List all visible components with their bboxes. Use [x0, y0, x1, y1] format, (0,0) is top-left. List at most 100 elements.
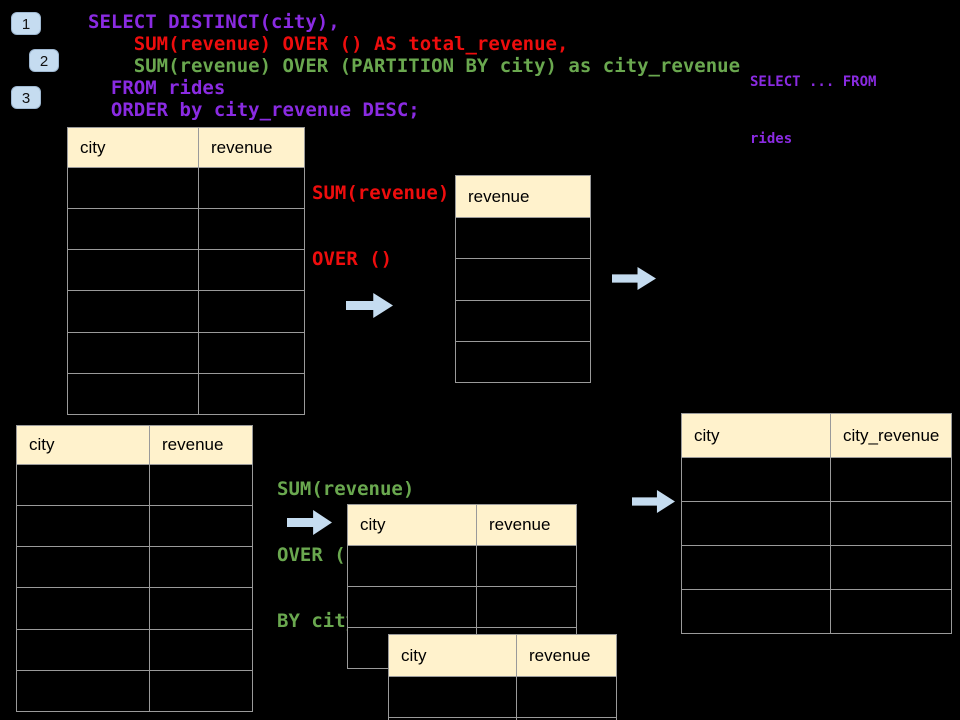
- label-line: SUM(revenue): [312, 182, 450, 204]
- empty-row: [388, 676, 617, 718]
- total-window-label: SUM(revenue) OVER (): [312, 138, 449, 314]
- label-line: SUM(revenue): [277, 478, 415, 500]
- empty-cell: [830, 545, 952, 590]
- empty-cell: [149, 463, 253, 507]
- empty-cell: [476, 586, 577, 628]
- empty-cell: [455, 340, 591, 384]
- empty-row: [347, 586, 577, 628]
- step-badge-2: 2: [29, 49, 59, 72]
- column-header-city: city: [16, 425, 150, 465]
- column-header-revenue: revenue: [149, 425, 253, 465]
- empty-row: [67, 208, 305, 251]
- sql-code-line: ORDER by city_revenue DESC;: [88, 99, 420, 121]
- empty-row: [16, 587, 253, 630]
- empty-row: [681, 501, 952, 546]
- column-header-revenue: revenue: [476, 504, 577, 546]
- flow-arrow-to-result-icon: [632, 490, 675, 513]
- empty-cell: [347, 545, 477, 587]
- empty-cell: [16, 587, 150, 630]
- empty-cell: [516, 676, 617, 718]
- empty-cell: [149, 546, 253, 589]
- empty-cell: [455, 299, 591, 342]
- empty-row: [67, 372, 305, 416]
- column-header-city: city: [67, 127, 199, 168]
- empty-cell: [67, 208, 199, 251]
- step-badge-3: 3: [11, 86, 41, 109]
- empty-row: [67, 249, 305, 292]
- step-badge-1: 1: [11, 12, 41, 35]
- empty-row: [67, 290, 305, 333]
- empty-cell: [67, 166, 199, 210]
- empty-cell: [476, 545, 577, 587]
- empty-row: [16, 669, 253, 713]
- column-header-revenue: revenue: [516, 634, 617, 677]
- empty-row: [455, 299, 591, 342]
- empty-row: [388, 716, 617, 720]
- empty-cell: [16, 463, 150, 507]
- empty-cell: [198, 166, 305, 210]
- label-line: OVER (): [312, 248, 393, 270]
- empty-row: [455, 340, 591, 384]
- empty-cell: [681, 545, 831, 590]
- empty-row: [681, 589, 952, 634]
- empty-row: [16, 628, 253, 671]
- empty-cell: [681, 589, 831, 634]
- empty-cell: [16, 669, 150, 713]
- table-total-revenue-output: revenue: [455, 175, 591, 384]
- note-line: SELECT ... FROM: [750, 74, 877, 90]
- empty-cell: [388, 676, 517, 718]
- column-header-city: city: [388, 634, 517, 677]
- empty-cell: [198, 331, 305, 374]
- empty-cell: [16, 505, 150, 548]
- empty-cell: [198, 290, 305, 333]
- empty-row: [16, 505, 253, 548]
- empty-row: [455, 258, 591, 301]
- empty-cell: [830, 501, 952, 546]
- empty-cell: [455, 258, 591, 301]
- empty-cell: [16, 628, 150, 671]
- empty-cell: [149, 628, 253, 671]
- note-line: rides: [750, 131, 793, 147]
- empty-cell: [455, 216, 591, 260]
- empty-row: [347, 545, 577, 587]
- sql-query-code: SELECT DISTINCT(city), SUM(revenue) OVER…: [88, 11, 740, 121]
- flow-arrow-from-total-icon: [612, 267, 656, 290]
- column-header-city: city: [681, 413, 831, 458]
- empty-cell: [681, 501, 831, 546]
- empty-cell: [67, 331, 199, 374]
- empty-cell: [67, 249, 199, 292]
- empty-cell: [198, 372, 305, 416]
- empty-cell: [198, 249, 305, 292]
- empty-row: [67, 166, 305, 210]
- empty-cell: [198, 208, 305, 251]
- empty-cell: [681, 457, 831, 502]
- empty-cell: [149, 669, 253, 713]
- header-row: revenue: [455, 175, 591, 218]
- column-header-city: city: [347, 504, 477, 546]
- sql-code-line: SELECT DISTINCT(city),: [88, 11, 340, 33]
- empty-row: [681, 545, 952, 590]
- column-header-city_revenue: city_revenue: [830, 413, 952, 458]
- sql-code-line: SUM(revenue) OVER () AS total_revenue,: [88, 33, 569, 55]
- empty-cell: [16, 546, 150, 589]
- column-header-revenue: revenue: [455, 175, 591, 218]
- empty-row: [16, 546, 253, 589]
- empty-cell: [67, 290, 199, 333]
- empty-cell: [67, 372, 199, 416]
- empty-row: [681, 457, 952, 502]
- empty-row: [67, 331, 305, 374]
- empty-row: [455, 216, 591, 260]
- empty-cell: [516, 716, 617, 720]
- empty-cell: [347, 586, 477, 628]
- empty-cell: [830, 589, 952, 634]
- empty-cell: [830, 457, 952, 502]
